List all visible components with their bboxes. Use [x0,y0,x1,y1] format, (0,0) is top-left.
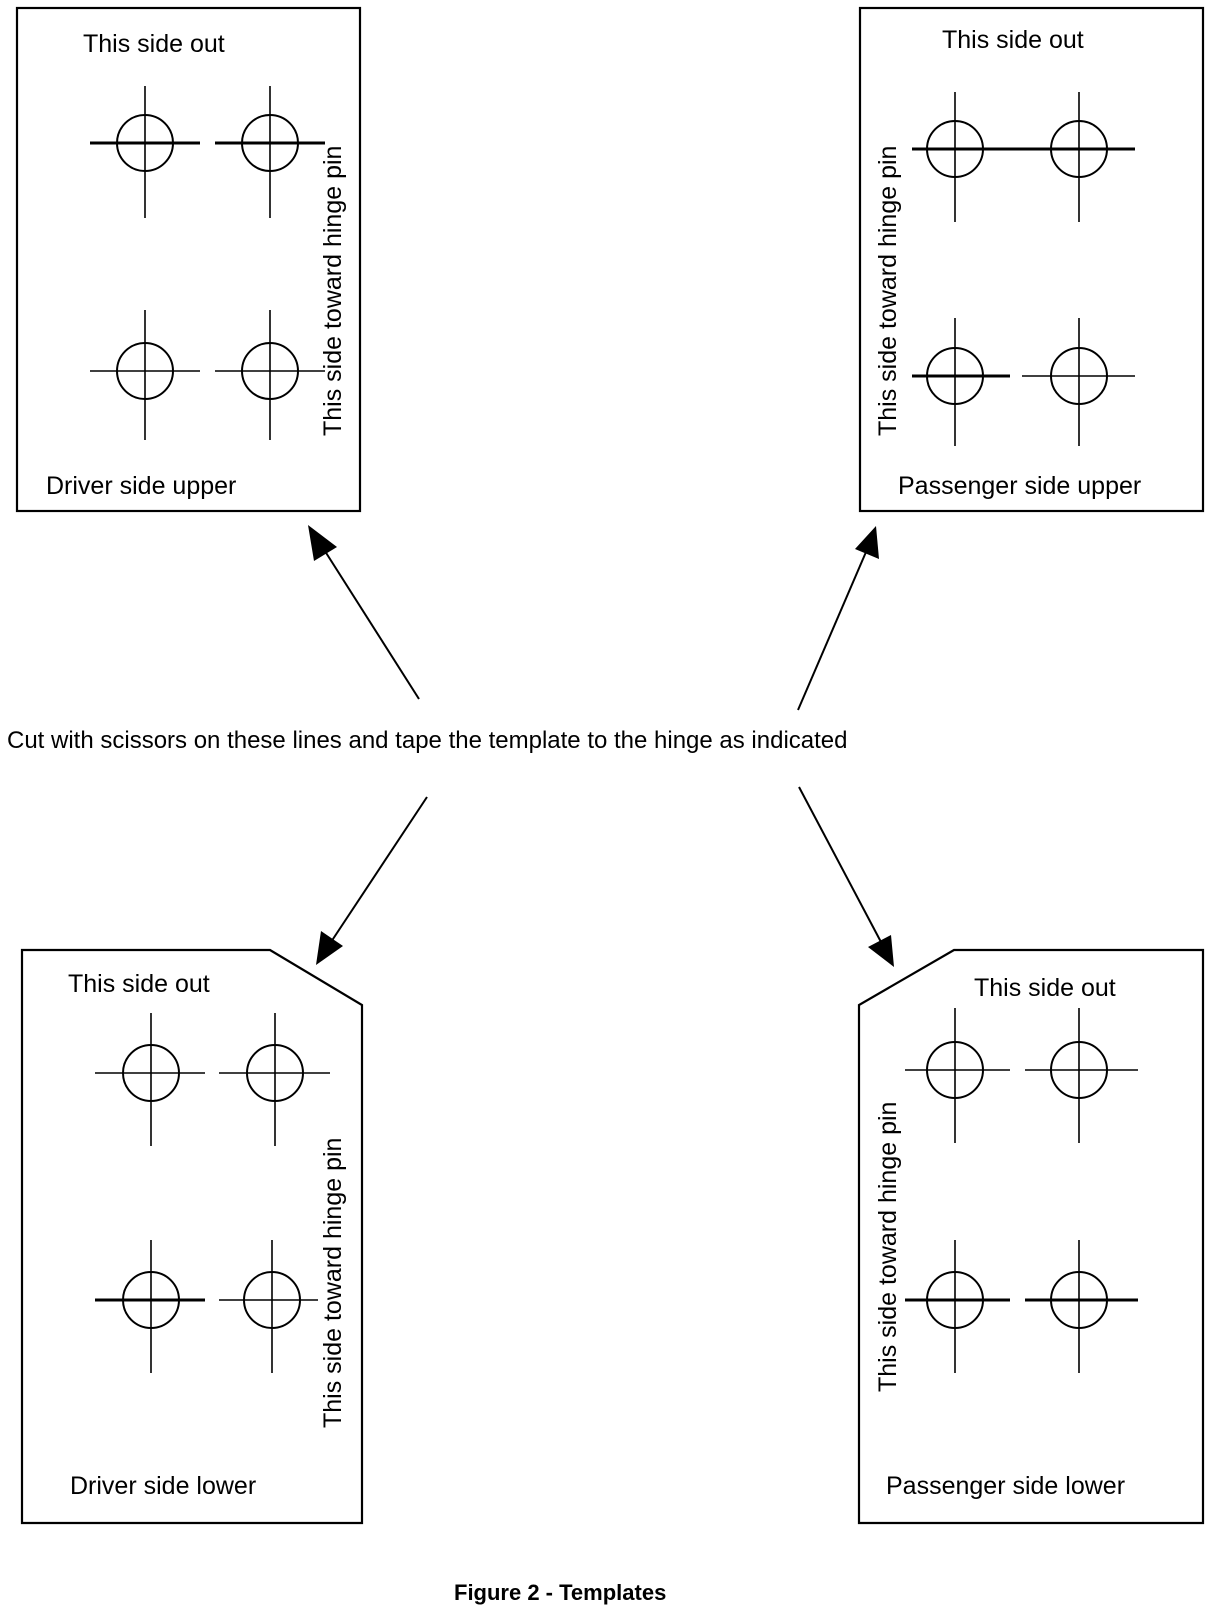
arrow-to-passenger-lower [798,786,894,967]
template-passenger-lower: This side out Passenger side lower This … [857,948,1205,1525]
hole-marker [95,1240,205,1373]
template-driver-lower: This side out Driver side lower This sid… [20,948,364,1525]
hole-marker [90,86,200,218]
arrow-to-driver-upper [308,525,420,700]
hole-marker [1025,1008,1138,1143]
hinge-side-note: This side toward hinge pin [874,146,902,436]
template-outline [15,6,362,513]
outer-side-note: This side out [83,30,225,58]
hole-marker [219,1013,330,1146]
outer-side-note: This side out [942,26,1084,54]
hole-marker [905,1240,1010,1373]
hole-marker [1025,1240,1138,1373]
hinge-side-note: This side toward hinge pin [319,146,347,436]
hinge-side-note: This side toward hinge pin [319,1138,347,1428]
hole-marker [1022,318,1135,446]
template-driver-upper: This side out Driver side upper This sid… [15,6,362,513]
hole-marker [215,310,325,440]
hole-marker [219,1240,318,1373]
template-label: Driver side lower [70,1472,256,1500]
hole-marker [95,1013,205,1146]
hinge-side-note: This side toward hinge pin [874,1102,902,1392]
outer-side-note: This side out [68,970,210,998]
template-outline [857,948,1205,1525]
hole-marker [905,1008,1010,1143]
arrow-to-driver-lower [316,796,428,965]
template-label: Driver side upper [46,472,236,500]
hole-marker [1022,92,1135,222]
template-label: Passenger side lower [886,1472,1125,1500]
figure-caption: Figure 2 - Templates [454,1580,666,1605]
hole-marker [912,92,1022,222]
hole-marker [215,86,325,218]
outer-side-note: This side out [974,974,1116,1002]
template-passenger-upper: This side out Passenger side upper This … [858,6,1205,513]
template-outline [20,948,364,1525]
template-outline [858,6,1205,513]
hole-marker [90,310,200,440]
template-label: Passenger side upper [898,472,1141,500]
arrow-to-passenger-upper [797,526,879,711]
hole-marker [912,318,1010,446]
cut-instruction: Cut with scissors on these lines and tap… [7,727,848,754]
